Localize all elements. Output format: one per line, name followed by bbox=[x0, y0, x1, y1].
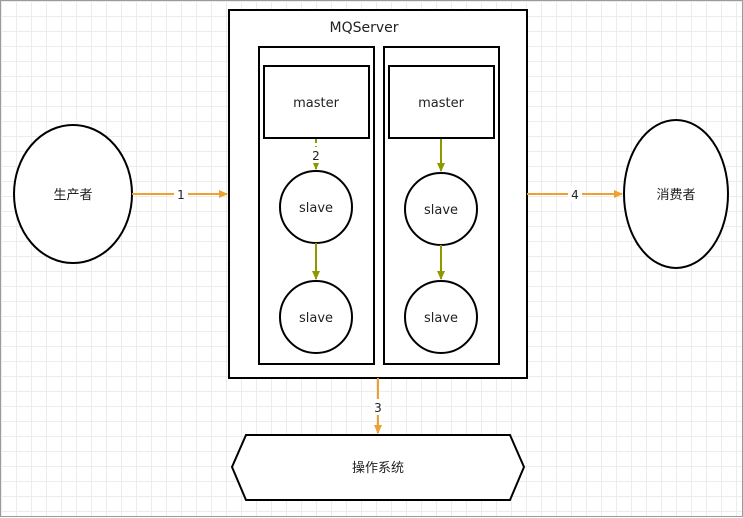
edge-3-label-bg bbox=[371, 399, 385, 415]
os-node bbox=[230, 434, 526, 501]
broker-left-slave-2 bbox=[279, 280, 353, 354]
edge-1-label-bg bbox=[174, 186, 188, 202]
producer-label: 生产者 bbox=[53, 188, 92, 203]
mqserver-title: MQServer bbox=[329, 20, 398, 36]
edge-3-label: 3 bbox=[374, 401, 382, 415]
consumer-node bbox=[623, 119, 729, 269]
broker-right-slave-2 bbox=[404, 280, 478, 354]
broker-left-master bbox=[263, 65, 370, 139]
broker-right-master-label: master bbox=[418, 96, 464, 111]
edge-2-label: 2 bbox=[312, 149, 320, 163]
consumer-label: 消费者 bbox=[656, 188, 695, 203]
edge-4-label: 4 bbox=[571, 188, 579, 202]
os-label: 操作系统 bbox=[352, 460, 404, 476]
edge-2-label-bg bbox=[309, 147, 323, 163]
broker-right-slave-1-label: slave bbox=[424, 203, 458, 218]
broker-right-master bbox=[388, 65, 495, 139]
edge-1-label: 1 bbox=[177, 188, 185, 202]
broker-left-master-label: master bbox=[293, 96, 339, 111]
edge-4-label-bg bbox=[568, 186, 582, 202]
broker-left-slave-1-label: slave bbox=[299, 201, 333, 216]
broker-left-slave-2-label: slave bbox=[299, 311, 333, 326]
broker-right-slave-2-label: slave bbox=[424, 311, 458, 326]
